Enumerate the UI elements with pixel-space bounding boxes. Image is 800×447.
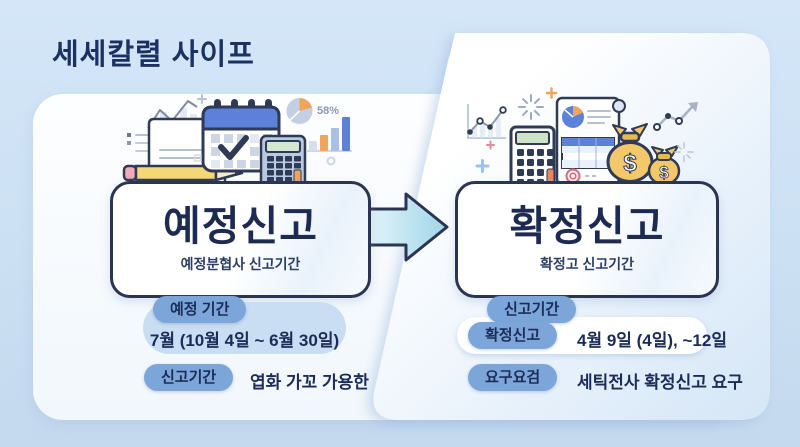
report-period-badge: 신고기간 — [144, 364, 234, 391]
page-title: 세세칼렬 사이프 — [52, 39, 255, 71]
final-report-badge: 확정신고 — [468, 322, 558, 349]
checkmark-icon — [218, 135, 249, 160]
money-bag-icon: $ — [606, 123, 654, 183]
sparkle-icon — [518, 94, 544, 120]
report-period-value: 엽화 가꼬 가용한 — [250, 373, 369, 392]
requirement-value: 세틱전사 확정신고 요구 — [577, 373, 743, 392]
right-illustration: $ $ — [467, 87, 698, 187]
report-period-badge: 신고기간 — [487, 296, 577, 323]
final-report-value: 4월 9일 (4일), ~12일 — [577, 331, 727, 350]
trend-arrow-icon — [653, 102, 698, 131]
card-subtitle: 예정분협사 신고기간 — [180, 255, 301, 272]
period-badge: 예정 기간 — [153, 296, 247, 323]
pie-chart-icon — [562, 106, 584, 128]
scroll-document-icon — [555, 96, 626, 186]
dollar-symbol: $ — [659, 163, 669, 182]
dollar-symbol: $ — [623, 150, 637, 177]
calculator-icon — [509, 125, 556, 187]
money-bag-icon: $ — [647, 145, 681, 186]
card-title: 예정신고 — [163, 203, 318, 250]
scroll-roll — [612, 99, 626, 113]
line-chart-icon — [467, 104, 507, 139]
card-title: 확정신고 — [509, 203, 665, 250]
bar-chart-icon — [306, 117, 352, 152]
circle-decoration — [326, 156, 336, 166]
card-final-report: 확정신고 확정고 신고기간 — [455, 181, 719, 298]
plus-icon — [197, 94, 207, 104]
pie-percent-label: 58% — [317, 105, 339, 117]
period-value: 7월 (10월 4일 ~ 6월 30일) — [149, 331, 340, 350]
sparkle-icon — [674, 142, 694, 162]
pie-chart-icon — [286, 98, 313, 124]
card-subtitle: 확정고 신고기간 — [539, 255, 635, 272]
calculator-icon — [259, 134, 307, 188]
plus-icon — [486, 140, 495, 150]
square-decoration — [194, 154, 202, 162]
requirement-badge: 요구요검 — [468, 364, 558, 391]
plus-icon — [545, 87, 558, 99]
table-icon — [561, 137, 615, 169]
plus-icon — [475, 159, 490, 173]
stamp-icon — [565, 168, 581, 184]
card-preliminary-report: 예정신고 예정분협사 신고기간 — [110, 181, 371, 298]
